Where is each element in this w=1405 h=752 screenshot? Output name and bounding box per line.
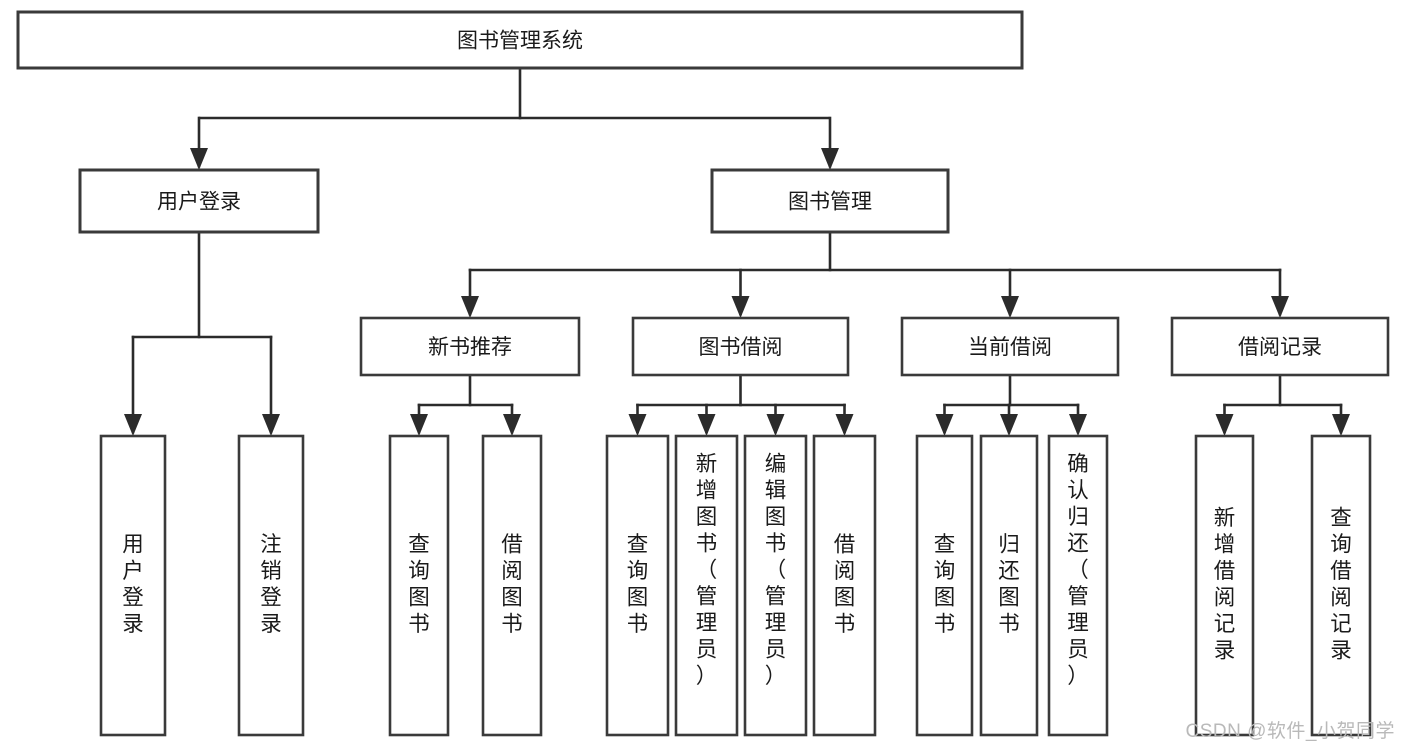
level2-node[interactable]: 图书管理 — [710, 168, 950, 234]
arrow-down-icon — [1271, 296, 1289, 318]
level3-box[interactable] — [631, 316, 850, 377]
level3-node[interactable]: 新书推荐 — [359, 316, 581, 377]
level3-label: 借阅记录 — [1238, 336, 1322, 359]
arrow-down-icon — [697, 414, 716, 436]
arrow-down-icon — [461, 296, 479, 318]
leaf-node[interactable]: 归还图书 — [979, 434, 1039, 737]
leaf-node[interactable]: 确认归还（管理员） — [1047, 434, 1109, 737]
leaf-label: 编辑图书（管理员） — [765, 452, 787, 688]
root-label: 图书管理系统 — [457, 30, 583, 53]
arrow-down-icon — [766, 414, 785, 436]
leaf-label: 查询借阅记录 — [1330, 506, 1352, 663]
arrow-down-icon — [1069, 414, 1087, 436]
level2-label: 用户登录 — [157, 191, 241, 214]
level2-label: 图书管理 — [788, 191, 872, 214]
level3-node[interactable]: 借阅记录 — [1170, 316, 1390, 377]
leaf-node[interactable]: 新增图书（管理员） — [674, 434, 739, 737]
leaf-label: 借阅图书 — [501, 533, 523, 637]
leaf-node[interactable]: 查询图书 — [605, 434, 670, 737]
arrow-down-icon — [935, 414, 954, 436]
leaf-box[interactable] — [605, 434, 670, 737]
leaf-node[interactable]: 注销登录 — [237, 434, 305, 737]
leaf-label: 确认归还（管理员） — [1067, 452, 1089, 688]
root-node[interactable]: 图书管理系统 — [16, 10, 1024, 70]
leaf-node[interactable]: 查询借阅记录 — [1310, 434, 1372, 737]
leaf-node[interactable]: 借阅图书 — [812, 434, 877, 737]
arrow-down-icon — [190, 148, 208, 170]
level3-label: 当前借阅 — [968, 336, 1052, 359]
leaf-box[interactable] — [1310, 434, 1372, 737]
leaf-label: 归还图书 — [998, 533, 1020, 637]
leaf-label: 查询图书 — [934, 533, 956, 637]
leaf-box[interactable] — [743, 434, 808, 737]
leaf-node[interactable]: 用户登录 — [99, 434, 167, 737]
level2-box[interactable] — [78, 168, 320, 234]
leaf-label: 新增图书（管理员） — [696, 452, 718, 688]
level3-node[interactable]: 图书借阅 — [631, 316, 850, 377]
leaf-node[interactable]: 新增借阅记录 — [1194, 434, 1255, 737]
leaf-label: 借阅图书 — [834, 533, 856, 637]
level3-node[interactable]: 当前借阅 — [900, 316, 1120, 377]
leaf-box[interactable] — [388, 434, 450, 737]
arrow-down-icon — [821, 148, 839, 170]
leaf-label: 注销登录 — [260, 533, 282, 637]
arrow-down-icon — [835, 414, 854, 436]
leaf-label: 查询图书 — [627, 533, 649, 637]
arrow-down-icon — [410, 414, 428, 436]
leaf-box[interactable] — [481, 434, 543, 737]
level3-box[interactable] — [359, 316, 581, 377]
leaf-box[interactable] — [99, 434, 167, 737]
leaf-box[interactable] — [674, 434, 739, 737]
arrow-down-icon — [731, 296, 750, 318]
arrow-down-icon — [1215, 414, 1234, 436]
level2-node[interactable]: 用户登录 — [78, 168, 320, 234]
leaf-node[interactable]: 查询图书 — [388, 434, 450, 737]
watermark-text: CSDN @软件_小贺同学 — [1185, 721, 1395, 742]
arrow-down-icon — [1332, 414, 1350, 436]
root-box[interactable] — [16, 10, 1024, 70]
leaf-node[interactable]: 查询图书 — [915, 434, 974, 737]
leaf-box[interactable] — [1047, 434, 1109, 737]
leaf-label: 用户登录 — [122, 533, 144, 637]
arrow-down-icon — [503, 414, 521, 436]
node-layer: 图书管理系统用户登录图书管理新书推荐图书借阅当前借阅借阅记录用户登录注销登录查询… — [16, 10, 1390, 737]
leaf-box[interactable] — [812, 434, 877, 737]
level2-box[interactable] — [710, 168, 950, 234]
arrow-down-icon — [124, 414, 142, 436]
leaf-box[interactable] — [1194, 434, 1255, 737]
connector-layer — [124, 66, 1350, 436]
leaf-box[interactable] — [915, 434, 974, 737]
level3-box[interactable] — [1170, 316, 1390, 377]
leaf-node[interactable]: 编辑图书（管理员） — [743, 434, 808, 737]
leaf-node[interactable]: 借阅图书 — [481, 434, 543, 737]
level3-box[interactable] — [900, 316, 1120, 377]
leaf-box[interactable] — [237, 434, 305, 737]
arrow-down-icon — [1000, 414, 1018, 436]
leaf-label: 新增借阅记录 — [1214, 506, 1236, 663]
leaf-box[interactable] — [979, 434, 1039, 737]
level3-label: 新书推荐 — [428, 336, 512, 359]
arrow-down-icon — [1001, 296, 1019, 318]
leaf-label: 查询图书 — [408, 533, 430, 637]
arrow-down-icon — [262, 414, 280, 436]
level3-label: 图书借阅 — [699, 336, 783, 359]
arrow-down-icon — [628, 414, 647, 436]
